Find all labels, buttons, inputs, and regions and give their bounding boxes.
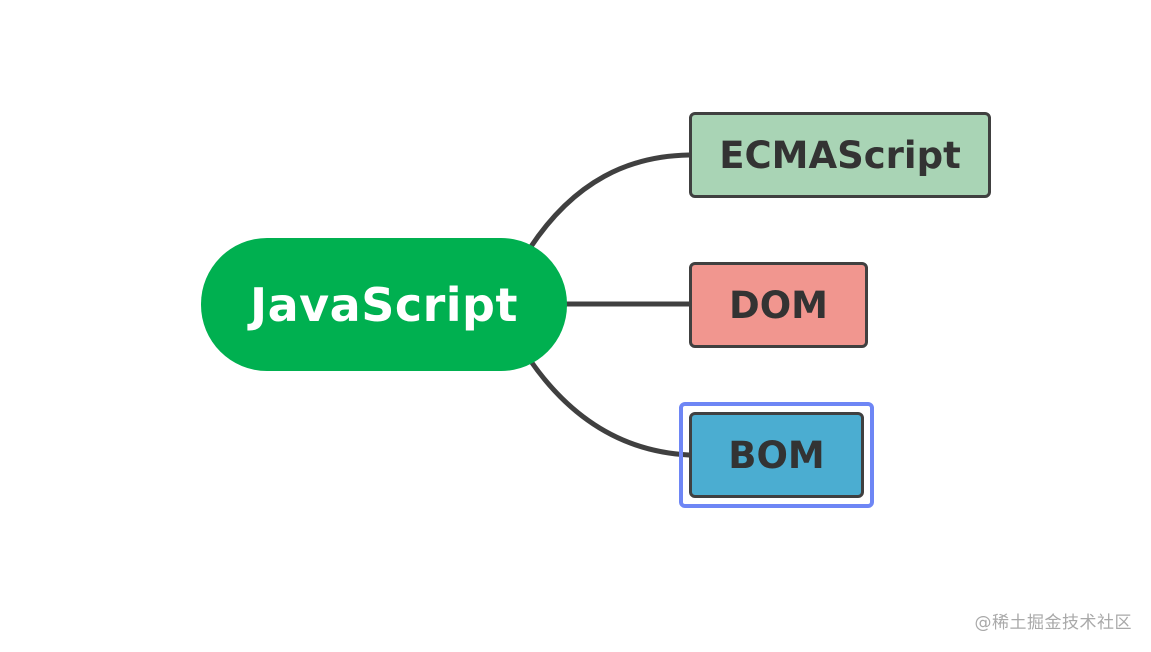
subtopic-label: DOM [729,283,828,327]
subtopic-bom[interactable]: BOM [689,412,864,498]
root-topic-javascript[interactable]: JavaScript [201,238,567,371]
watermark: @稀土掘金技术社区 [974,613,1132,633]
subtopic-dom[interactable]: DOM [689,262,868,348]
subtopic-label: ECMAScript [719,133,961,177]
selection-highlight [679,402,874,508]
connector-ecmascript [527,152,692,251]
root-topic-label: JavaScript [250,277,518,332]
connector-bom [527,357,692,458]
subtopic-label: BOM [728,433,825,477]
subtopic-ecmascript[interactable]: ECMAScript [689,112,991,198]
